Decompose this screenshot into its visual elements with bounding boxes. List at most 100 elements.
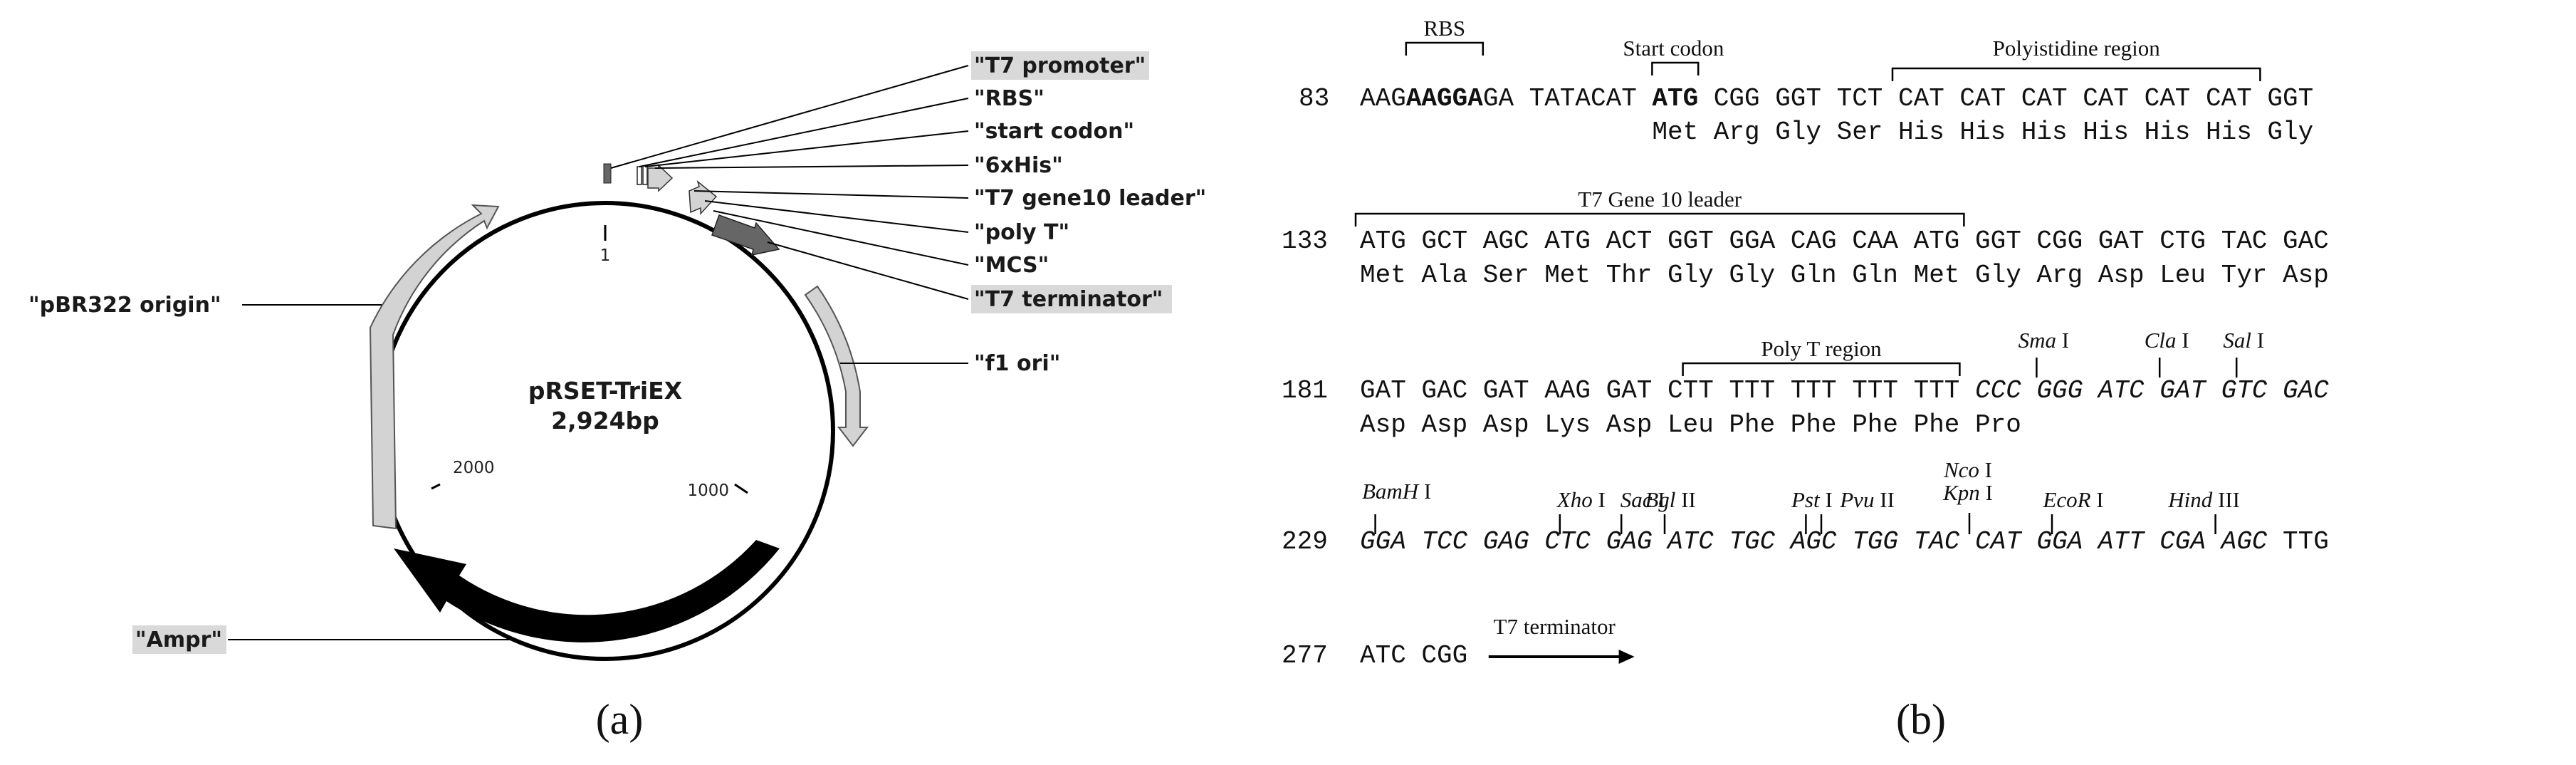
ampr-arrow [394,540,780,642]
label-mcs: "MCS" [974,253,1049,278]
amino-acid: Asp [2098,261,2145,290]
restriction-site-label: Nco I [1943,457,1992,482]
start-codon-box [642,165,648,185]
sequence-codon: TAC [1914,527,1960,556]
label-his6: "6xHis" [974,153,1063,178]
sequence-codon: AAG [1544,376,1591,405]
sequence-codon: CCC [1975,376,2021,405]
row-number: 133 [1282,227,1328,256]
sequence-codon: GAC [1421,376,1467,405]
restriction-site-label: BamH I [1362,479,1431,504]
tick-2000 [431,483,441,490]
ampr-label-bg [132,625,226,654]
amino-acid: Met [1652,118,1698,147]
label-pbr322-origin: "pBR322 origin" [28,293,221,318]
sequence-codon: GGA [2036,527,2083,556]
start-codon-bracket [1651,61,1700,76]
polyhis-bracket [1891,67,2261,81]
amino-acid: Tyr [2221,261,2268,290]
restriction-site-label: Sal I [2223,328,2264,353]
restriction-site-label: Sac I [1621,487,1665,512]
restriction-site-label: Kpn I [1942,480,1993,505]
sequence-codon: GAT [1360,376,1406,405]
leader-t7-promoter [610,65,969,169]
restriction-site-label: Sma I [2019,328,2069,353]
amino-acid: Phe [1791,410,1837,439]
amino-acid: Asp [1483,410,1529,439]
sequence-codon: CAT [1898,84,1944,113]
polyhis-label: Polyistidine region [1993,36,2161,61]
amino-acid: Gly [1975,261,2021,290]
sequence-codon: CGA [2159,527,2206,556]
t7-gene10-bracket [1354,212,1965,227]
sequence-codon: CAT [2083,84,2129,113]
sequence-codon: GAC [2283,376,2329,405]
amino-acid: Ser [1837,118,1883,147]
leader-mcs [713,210,969,266]
t7-promoter-label-bg [971,51,1149,80]
sequence-codon: GAT [2159,376,2207,405]
amino-acid: Arg [2036,261,2083,290]
label-start-codon: "start codon" [974,119,1134,144]
plasmid-size: 2,924bp [551,407,659,434]
amino-acid: Asp [2283,261,2329,290]
sequence-codon: GAT [2098,227,2145,256]
leader-t7-gene10 [693,190,969,199]
sequence-codon: TAC [2221,227,2268,256]
panel-label-a: (a) [596,696,644,743]
sequence-codon: ATG [1914,227,1960,256]
sequence-codon: CTT [1667,376,1714,405]
amino-acid: Ser [1483,261,1529,290]
sequence-codon: GGT [2267,84,2313,113]
t7-terminator-label: T7 terminator [1494,614,1616,639]
sequence-codon: TCC [1421,527,1467,556]
t7-terminator-arrow [711,214,780,256]
sequence-codon: TGG [1852,527,1898,556]
sequence-codon: GGA [1729,227,1775,256]
rbs-box [637,166,642,185]
sequence-codon: TGC [1729,527,1775,556]
sequence-codon: ATG [1544,227,1591,256]
amino-acid: Gly [1775,118,1821,147]
amino-acid: Gly [1729,261,1775,290]
amino-acid: Met [1914,261,1960,290]
restriction-site-label: Xho I [1556,487,1606,512]
sequence-codon: GTC [2221,376,2268,405]
sequence-codon: ATC [1666,527,1714,556]
sequence-codon: CAA [1852,227,1898,256]
sequence-codon: GGT [1667,227,1714,256]
sequence-codon: TTT [1791,376,1837,405]
amino-acid: His [2145,118,2191,147]
row-number: 181 [1282,376,1328,405]
start-codon: ATG [1652,84,1698,113]
sequence-codon: CTC [1544,527,1591,556]
sequence-codon: ATG [1360,227,1406,256]
sequence-codon: GAG [1606,527,1653,556]
restriction-site-label: EcoR I [2042,487,2103,512]
restriction-site-label: Pst I [1791,487,1833,512]
tick-label-1: 1 [600,246,611,265]
amino-acid: Phe [1914,410,1960,439]
amino-acid: Ala [1421,261,1467,290]
sequence-codon: CAT [2145,84,2191,113]
rbs-bracket [1405,41,1485,56]
tick-label-2000: 2000 [453,459,495,477]
amino-acid: Gly [2267,118,2313,147]
amino-acid: His [1959,118,2006,147]
sequence-codon: CAT [1959,84,2006,113]
sequence-codon: TATACAT [1529,84,1637,113]
start-codon-label: Start codon [1623,36,1724,61]
sequence-codon: TTT [1914,376,1960,405]
sequence-codon: TCT [1837,84,1883,113]
poly-t-label: Poly T region [1761,336,1882,361]
f1-ori-arrow [804,285,869,447]
label-t7-promoter: "T7 promoter" [974,53,1146,78]
leader-t7-terminator [767,241,969,300]
sequence-codon: AGC [1789,527,1837,556]
sequence-codon: ACT [1606,227,1653,256]
sequence-codon: GCT [1421,227,1467,256]
panel-label-b: (b) [1896,696,1946,743]
restriction-site-label: Cla I [2145,328,2189,353]
